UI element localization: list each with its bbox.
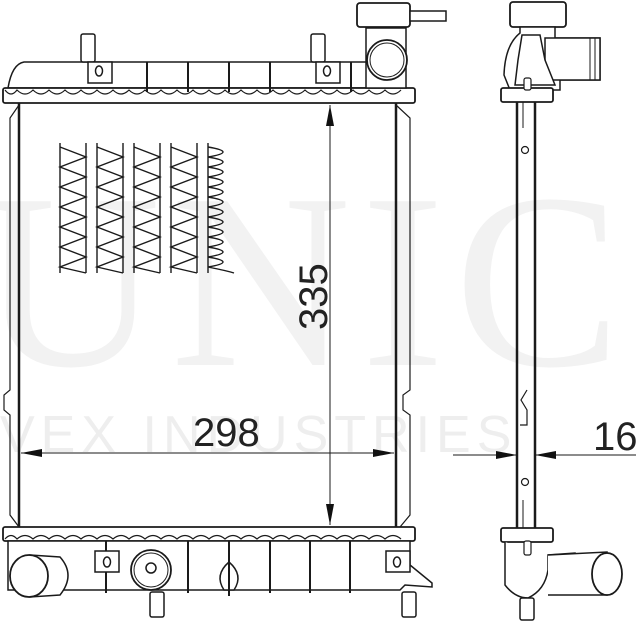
core-side-left bbox=[3, 103, 21, 528]
top-mount-peg-right bbox=[310, 33, 341, 84]
depth-dimension-label: 16 bbox=[593, 415, 638, 459]
bottom-mount-bracket-left bbox=[94, 550, 120, 573]
top-tank bbox=[2, 2, 447, 104]
core-side-right bbox=[394, 103, 411, 528]
side-view: 16 bbox=[453, 1, 638, 621]
top-mount-peg-left bbox=[80, 33, 113, 84]
width-dimension-label: 298 bbox=[193, 411, 260, 455]
front-view: 335 298 bbox=[2, 2, 447, 618]
drain-plug bbox=[130, 549, 172, 618]
core-fin-detail bbox=[57, 143, 235, 274]
width-dimension: 298 bbox=[21, 411, 394, 457]
bottom-mount-bracket-right bbox=[385, 550, 417, 618]
watermark-company-text: VEX INDUSTRIES bbox=[0, 406, 517, 464]
filler-neck-inlet bbox=[356, 2, 447, 89]
depth-dimension: 16 bbox=[453, 415, 638, 459]
height-dimension: 335 bbox=[292, 105, 336, 525]
bottom-tank bbox=[2, 526, 433, 618]
height-dimension-label: 335 bbox=[292, 263, 336, 330]
temp-sensor-valve bbox=[219, 541, 239, 596]
bottom-outlet-pipe bbox=[9, 554, 69, 598]
